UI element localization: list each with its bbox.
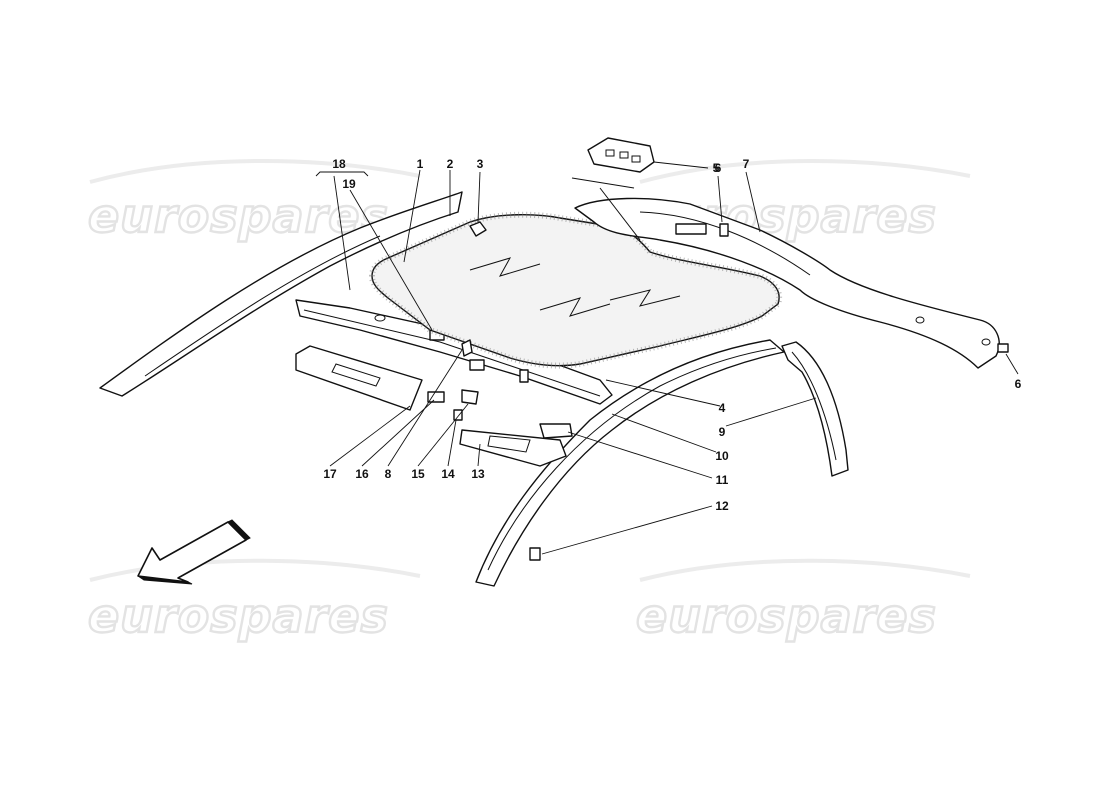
callout-label: 17	[323, 467, 337, 481]
clip-part	[469, 221, 487, 237]
fastener-part	[529, 547, 541, 561]
rear-roof-trim	[574, 197, 1000, 369]
visor-clip	[453, 409, 463, 421]
callout-label: 15	[411, 467, 425, 481]
watermark-text: eurospares	[636, 589, 937, 643]
callout-labels: 18 19 1 2 3 5 6 7 6 4 9 10 11 17 16 8 15…	[323, 157, 1021, 513]
callout-label: 13	[471, 467, 485, 481]
callout-label: 1	[417, 157, 424, 171]
interior-light	[587, 137, 655, 173]
callout-label: 8	[385, 467, 392, 481]
callout-label: 6	[1015, 377, 1022, 391]
left-sun-visor	[295, 345, 423, 411]
callout-label: 14	[441, 467, 455, 481]
callout-label: 11	[716, 473, 729, 487]
right-a-pillar-trim	[475, 339, 785, 587]
callout-label: 3	[477, 157, 484, 171]
visor-bracket	[427, 391, 445, 403]
leader-lines	[315, 161, 1019, 555]
watermark-text: eurospares	[88, 189, 389, 243]
front-direction-arrow-icon	[137, 519, 251, 585]
right-b-pillar-trim	[781, 341, 849, 477]
callout-label: 2	[447, 157, 454, 171]
callout-label: 4	[719, 401, 726, 415]
watermark-layer: eurospares eurospares eurospares eurospa…	[87, 159, 971, 644]
mirror-support	[461, 339, 473, 357]
watermark-text: eurospares	[88, 589, 389, 643]
callout-label: 12	[715, 499, 729, 513]
callout-label: 16	[355, 467, 369, 481]
callout-label: 6	[715, 161, 722, 175]
headliner-pad	[368, 211, 782, 369]
screw-part	[997, 343, 1009, 353]
callout-label: 18	[332, 157, 346, 171]
visor-clip	[539, 423, 573, 439]
visor-bracket	[461, 389, 479, 405]
screw-part	[719, 223, 729, 237]
fastener-part	[519, 369, 529, 383]
callout-label: 9	[719, 425, 726, 439]
callout-label: 19	[342, 177, 356, 191]
callout-label: 5	[713, 161, 720, 175]
callout-label: 7	[743, 157, 750, 171]
callout-label: 10	[715, 449, 729, 463]
